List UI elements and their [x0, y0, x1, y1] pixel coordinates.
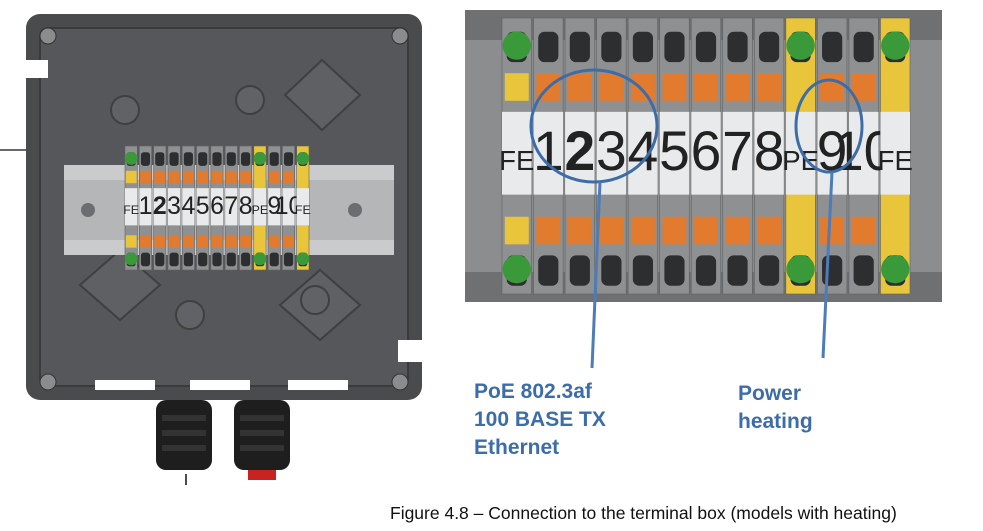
corner-screw: [391, 373, 409, 391]
poe-line1: PoE 802.3af: [474, 380, 592, 403]
terminal-8-8: 8: [239, 145, 253, 271]
terminal-label: 1: [533, 120, 564, 182]
figure-caption: Figure 4.8 – Connection to the terminal …: [390, 503, 897, 523]
terminal-6-6: 6: [691, 17, 722, 295]
terminal-4-4: 4: [628, 17, 659, 295]
ground-screw: [502, 31, 531, 60]
ground-screw: [296, 151, 310, 165]
terminal-label: 8: [754, 120, 785, 182]
corner-screw: [391, 27, 409, 45]
rail-screw: [348, 203, 362, 217]
terminal-label: FE: [499, 145, 534, 176]
ground-screw: [502, 254, 531, 284]
terminal-label: PE: [782, 145, 819, 176]
terminal-label: FE: [878, 145, 913, 176]
terminal-fe-12: FE: [295, 145, 311, 271]
terminal-3-3: 3: [167, 145, 181, 271]
ground-screw: [786, 254, 815, 284]
terminal-4-4: 4: [181, 145, 195, 271]
ground-screw: [881, 254, 910, 284]
ground-screw: [296, 252, 310, 266]
power-line1: Power: [738, 382, 802, 405]
poe-callout: PoE 802.3af 100 BASE TX Ethernet: [474, 378, 606, 462]
power-callout: Power heating: [738, 380, 813, 436]
ground-screw: [253, 252, 267, 266]
ground-screw: [253, 151, 267, 165]
terminal-label: 5: [196, 193, 210, 220]
terminal-label: 8: [239, 193, 253, 220]
terminal-label: 6: [210, 193, 224, 220]
terminal-label: 1: [139, 193, 153, 220]
cable-gland-right: [234, 400, 290, 480]
terminal-label: 2: [564, 120, 595, 182]
terminal-1-1: 1: [139, 145, 153, 271]
terminal-label: 4: [181, 193, 195, 220]
terminal-fe-12: FE: [878, 17, 913, 295]
terminal-label: 3: [596, 120, 627, 182]
terminal-label: 6: [691, 120, 722, 182]
terminal-label: 5: [659, 120, 690, 182]
terminal-label: 2: [153, 193, 167, 220]
red-cable: [248, 470, 276, 480]
terminal-pe-9: PE: [252, 145, 269, 271]
terminal-5-5: 5: [659, 17, 690, 295]
power-line2: heating: [738, 410, 813, 433]
terminal-5-5: 5: [196, 145, 210, 271]
rail-screw: [81, 203, 95, 217]
terminal-10-11: 10: [275, 145, 302, 271]
ground-screw: [881, 31, 910, 60]
terminal-7-7: 7: [224, 145, 238, 271]
poe-line3: Ethernet: [474, 436, 560, 459]
terminal-label: 7: [722, 120, 753, 182]
terminal-label: FE: [295, 203, 311, 217]
terminal-label: 9: [267, 193, 281, 220]
terminal-fe-0: FE: [499, 17, 534, 295]
terminal-2-2: 2: [564, 17, 595, 295]
terminal-pe-9: PE: [782, 17, 819, 295]
corner-screw: [39, 373, 57, 391]
terminal-6-6: 6: [210, 145, 224, 271]
ground-screw: [786, 31, 815, 60]
terminal-9-10: 9: [267, 145, 281, 271]
terminal-fe-0: FE: [123, 145, 139, 271]
cable-gland-left: [156, 400, 212, 470]
corner-screw: [39, 27, 57, 45]
terminal-1-1: 1: [533, 17, 564, 295]
terminal-7-7: 7: [722, 17, 753, 295]
terminal-label: 3: [167, 193, 181, 220]
ground-screw: [124, 252, 138, 266]
poe-line2: 100 BASE TX: [474, 408, 606, 431]
ground-screw: [124, 151, 138, 165]
terminal-label: 4: [628, 120, 659, 182]
terminal-label: FE: [123, 203, 139, 217]
terminal-3-3: 3: [596, 17, 627, 295]
terminal-8-8: 8: [754, 17, 785, 295]
terminal-2-2: 2: [153, 145, 167, 271]
terminal-label: PE: [252, 203, 269, 217]
terminal-label: 7: [224, 193, 238, 220]
